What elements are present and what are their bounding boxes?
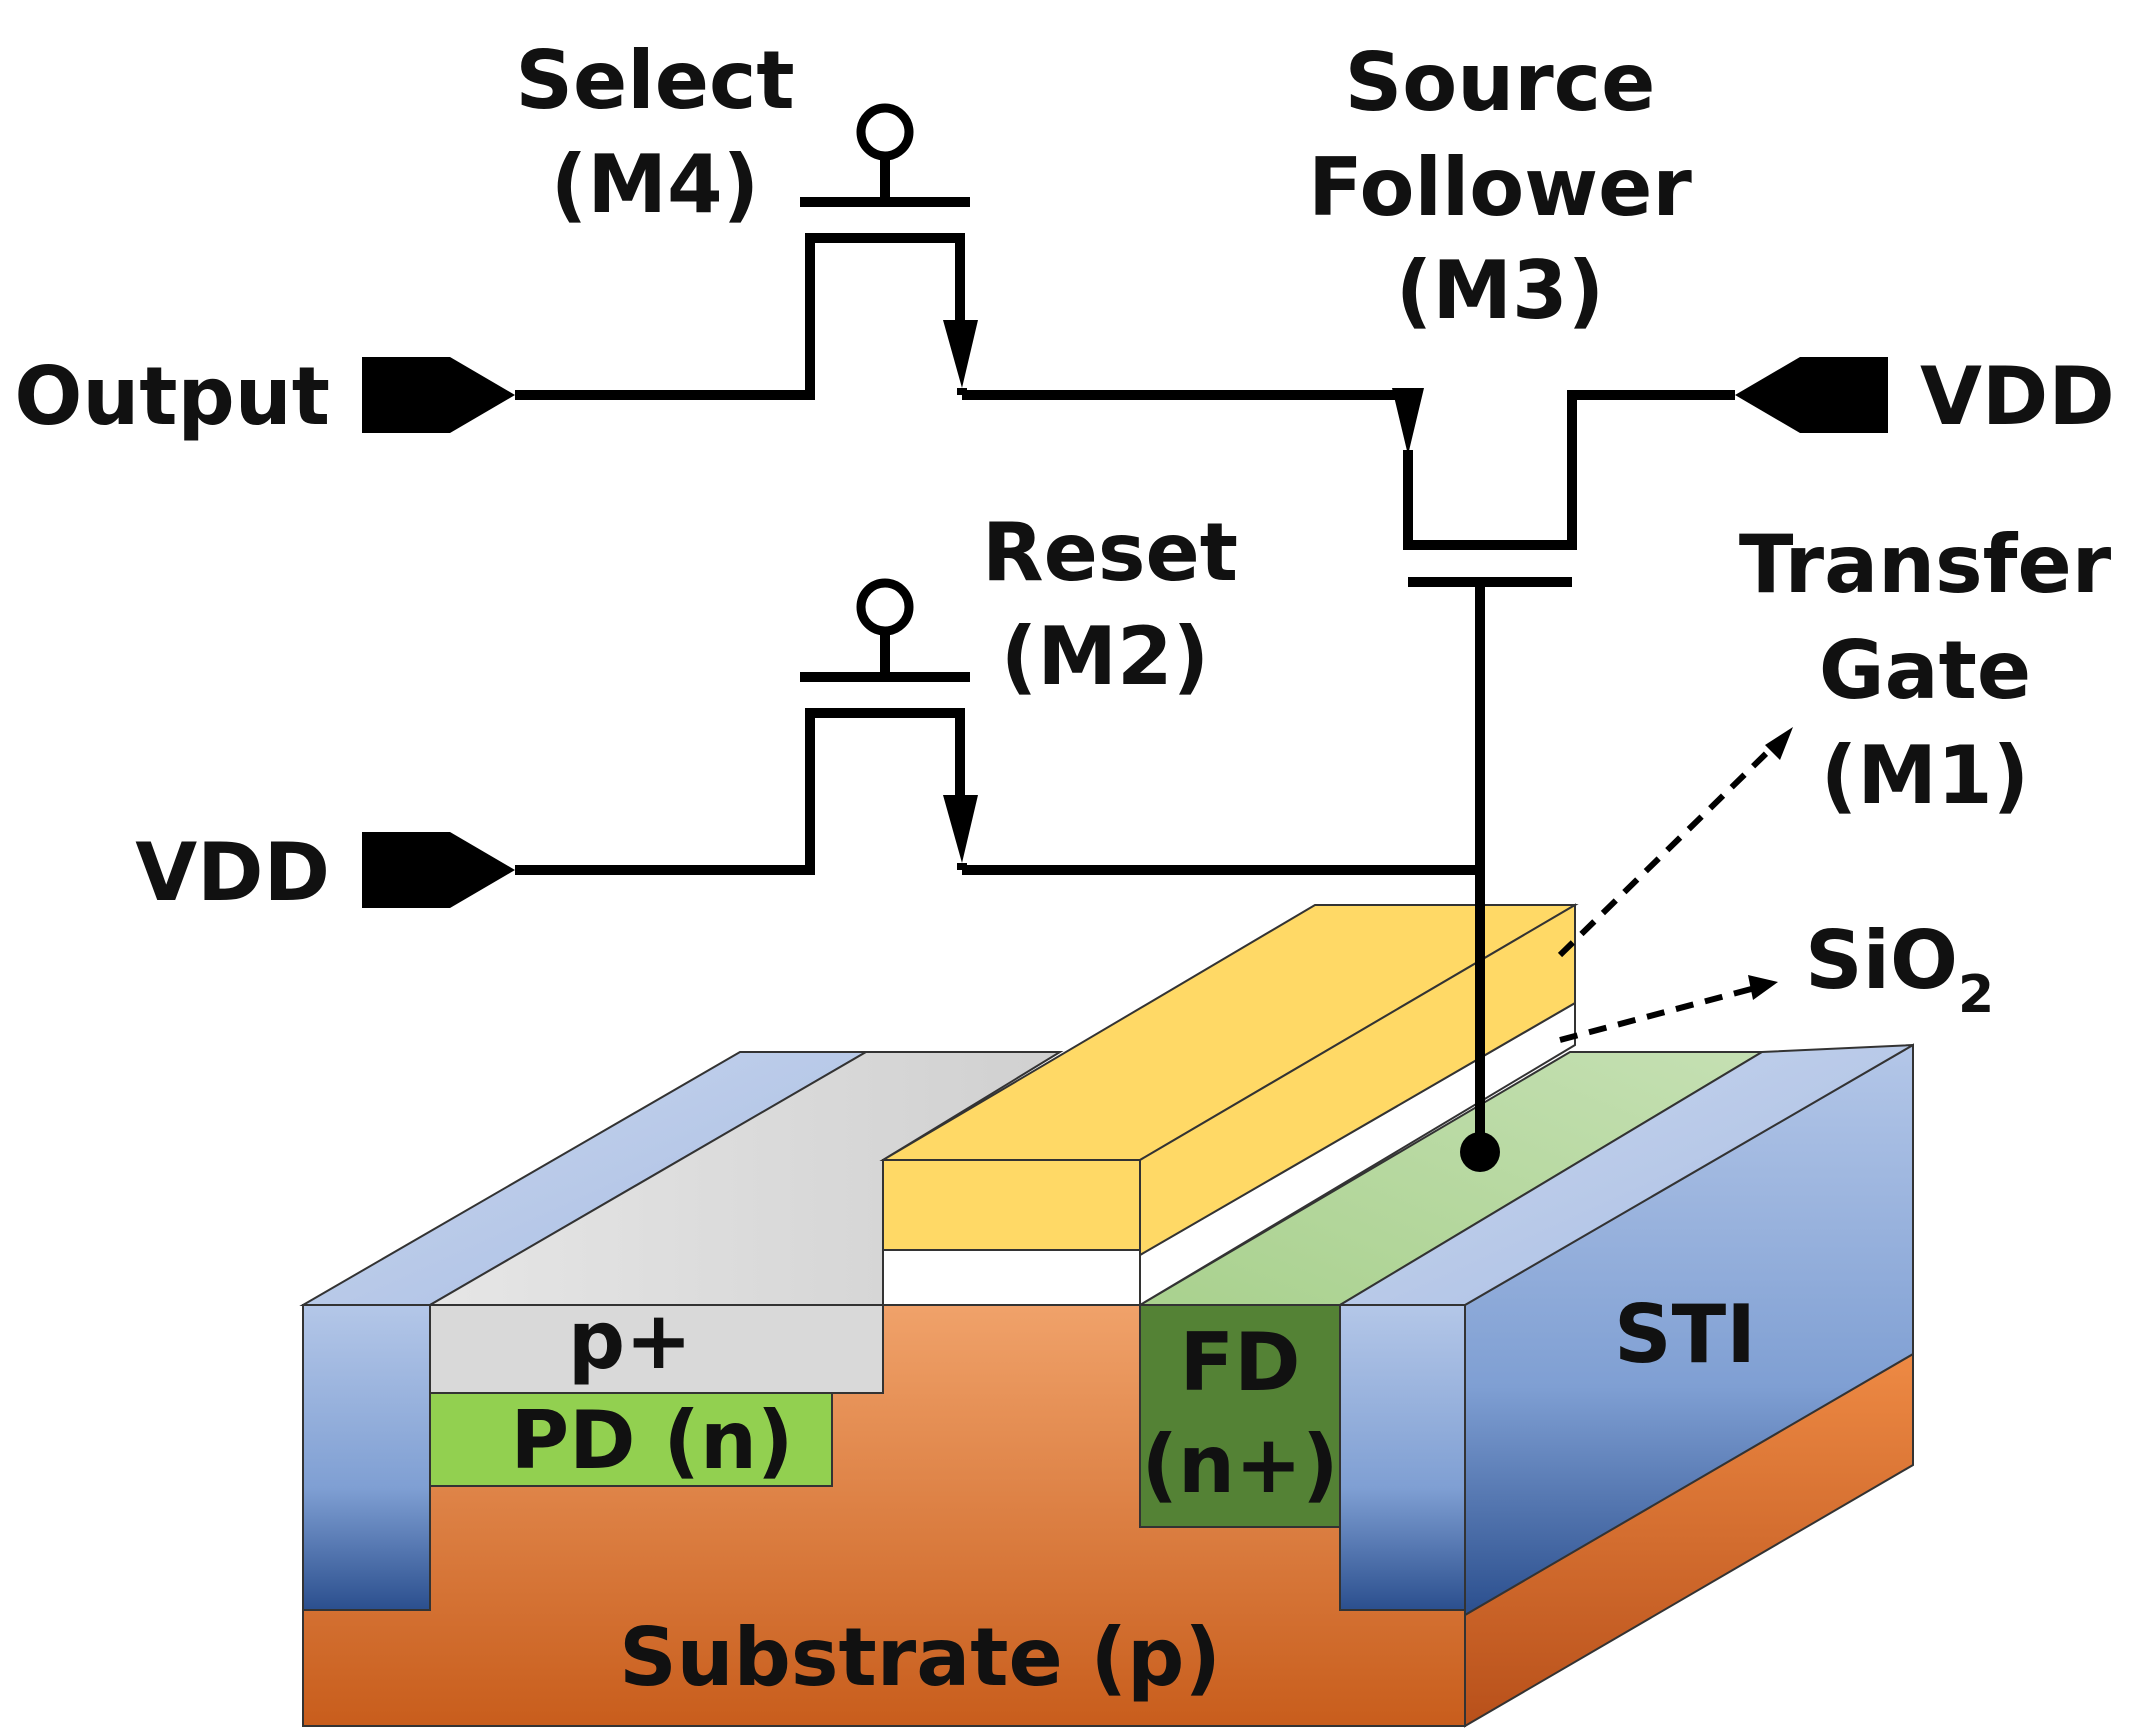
p-plus-region bbox=[429, 1304, 884, 1394]
gate-front-face bbox=[882, 1159, 1141, 1251]
select-transistor-m4 bbox=[515, 103, 978, 400]
pointer-arrows bbox=[1557, 727, 1793, 1043]
source-follower-id-label: (M3) bbox=[1396, 244, 1604, 337]
output-label: Output bbox=[14, 350, 330, 443]
sti-right-front bbox=[1339, 1304, 1466, 1611]
transfer-gate-id-label: (M1) bbox=[1821, 729, 2029, 822]
vdd-top-terminal bbox=[1735, 357, 1888, 433]
reset-transistor-m2 bbox=[515, 578, 1480, 875]
select-label: Select bbox=[515, 34, 794, 127]
pd-label: PD (n) bbox=[511, 1394, 794, 1487]
source-follower-label-1: Source bbox=[1345, 36, 1656, 129]
vdd-top-label: VDD bbox=[1920, 350, 2115, 443]
sti-label: STI bbox=[1614, 1288, 1756, 1381]
reset-id-label: (M2) bbox=[1001, 610, 1209, 703]
oxide-front bbox=[882, 1249, 1141, 1306]
substrate-label: Substrate (p) bbox=[619, 1611, 1221, 1704]
vdd-bottom-label: VDD bbox=[135, 826, 330, 919]
sio2-label: SiO2 bbox=[1805, 914, 1994, 1025]
fd-type-label: (n+) bbox=[1141, 1418, 1338, 1511]
vdd-bottom-terminal bbox=[362, 832, 515, 908]
reset-label: Reset bbox=[982, 506, 1238, 599]
fd-region bbox=[1139, 1304, 1341, 1528]
output-terminal bbox=[362, 357, 515, 433]
fd-label: FD bbox=[1179, 1316, 1300, 1409]
source-follower-label-2: Follower bbox=[1308, 141, 1692, 234]
pd-region bbox=[429, 1392, 833, 1487]
sti-left-front bbox=[302, 1304, 431, 1611]
circuit-wiring bbox=[362, 103, 1888, 1172]
transfer-gate-label-1: Transfer bbox=[1739, 518, 2112, 611]
select-id-label: (M4) bbox=[551, 138, 759, 231]
transfer-gate-label-2: Gate bbox=[1819, 624, 2031, 717]
labels: Select (M4) Source Follower (M3) Output … bbox=[14, 34, 2114, 1704]
p-plus-label: p+ bbox=[568, 1294, 692, 1387]
device-structure bbox=[299, 903, 1914, 1728]
